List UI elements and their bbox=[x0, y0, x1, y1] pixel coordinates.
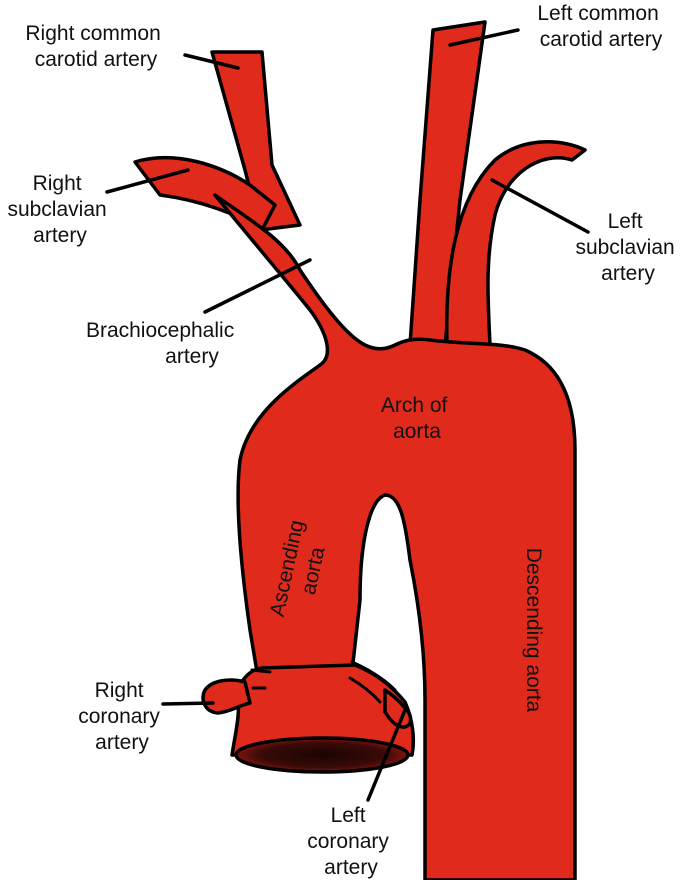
label-right-common-carotid: Right common carotid artery bbox=[25, 22, 166, 71]
leader-left-coronary bbox=[366, 708, 407, 802]
right-common-carotid-artery bbox=[210, 50, 302, 232]
left-subclavian-artery bbox=[445, 140, 587, 347]
aortic-arch-body bbox=[213, 193, 577, 880]
leader-left-subclavian bbox=[490, 178, 590, 234]
leader-left-common-carotid bbox=[448, 28, 520, 47]
label-arch-of-aorta: Arch of aorta bbox=[381, 394, 453, 443]
label-descending-aorta: Descending aorta bbox=[522, 548, 545, 713]
leader-lines bbox=[105, 28, 590, 802]
label-left-coronary: Left coronary artery bbox=[307, 804, 395, 879]
root-crease-right bbox=[250, 668, 272, 674]
leader-right-subclavian bbox=[105, 168, 190, 194]
labels: Right common carotid artery Left common … bbox=[7, 2, 680, 879]
aortic-opening bbox=[234, 736, 410, 774]
root-crease-left bbox=[350, 660, 397, 692]
leader-right-common-carotid bbox=[183, 53, 240, 70]
leader-brachiocephalic bbox=[203, 258, 312, 314]
label-right-subclavian: Right subclavian artery bbox=[7, 172, 112, 247]
label-right-coronary: Right coronary artery bbox=[78, 679, 166, 754]
left-coronary-artery bbox=[383, 688, 413, 729]
vessel-group bbox=[133, 20, 587, 880]
right-coronary-artery bbox=[201, 678, 252, 715]
leader-right-coronary bbox=[161, 701, 215, 706]
label-left-common-carotid: Left common carotid artery bbox=[537, 2, 664, 51]
label-brachiocephalic: Brachiocephalic artery bbox=[86, 319, 240, 368]
root-crease-left-2 bbox=[348, 676, 382, 704]
label-left-subclavian: Left subclavian artery bbox=[575, 210, 680, 285]
